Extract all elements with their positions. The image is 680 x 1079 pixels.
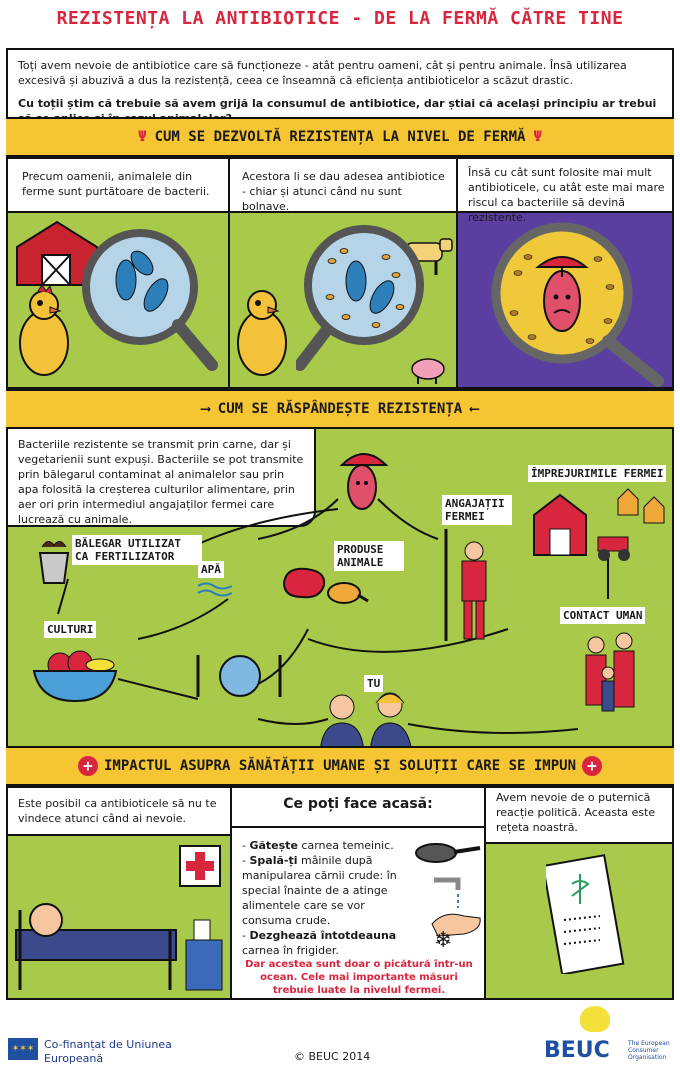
- farm-panel-3-text: Însă cu cât sunt folosite mai mult antib…: [468, 166, 665, 224]
- eu-cofinanced-text: Co-finanțat de Uniunea Europeană: [44, 1038, 172, 1065]
- family-icon: [585, 632, 635, 712]
- resistant-bacterium-icon: [339, 453, 389, 510]
- contact-label: CONTACT UMAN: [560, 607, 646, 624]
- medical-cross-icon: +: [582, 756, 602, 776]
- spread-intro: Bacteriile rezistente se transmit prin c…: [6, 427, 316, 527]
- beuc-brand: BEUC: [544, 1038, 610, 1063]
- farm-panel-1: Precum oamenii, animalele din ferme sunt…: [6, 157, 230, 389]
- people-icon: [319, 692, 413, 753]
- section-health-header: + IMPACTUL ASUPRA SĂNĂTĂȚII UMANE ȘI SOL…: [6, 746, 674, 786]
- spread-panel: Bacteriile rezistente se transmit prin c…: [6, 427, 674, 753]
- warning-text: Dar acestea sunt doar o picătură într-un…: [245, 959, 473, 996]
- magnifier-resistant-bacteria-icon: [491, 222, 664, 387]
- arrow-left-icon: ⟵: [470, 401, 479, 417]
- hand-wash-icon: [431, 877, 481, 937]
- beuc-brand-sub: The European Consumer Organisation: [628, 1040, 670, 1061]
- farm-panel-2: Acestora li se dau adesea antibiotice - …: [228, 157, 458, 389]
- water-label: APĂ: [198, 561, 224, 578]
- farm-panel-1-text: Precum oamenii, animalele din ferme sunt…: [22, 170, 210, 198]
- home-tips-list: - Gătește carnea temeinic. - Spală-ți mâ…: [242, 838, 412, 958]
- farm-worker-icon: [444, 529, 487, 641]
- intro-text: Toți avem nevoie de antibiotice care să …: [18, 59, 627, 87]
- health-col-2: Ce poți face acasă: - Gătește carnea tem…: [230, 786, 486, 1000]
- vegetable-bowl-icon: [32, 650, 118, 703]
- health-col-1-text: Este posibil ca antibioticele să nu te v…: [18, 797, 217, 825]
- health-col-3: Avem nevoie de o puternică reacție polit…: [484, 786, 674, 1000]
- farm-village-icon: [533, 488, 665, 561]
- water-icon: [197, 582, 233, 597]
- fork-icon: Ψ: [138, 129, 147, 145]
- crops-label: CULTURI: [44, 621, 97, 638]
- manure-label: BĂLEGAR UTILIZAT CA FERTILIZATOR: [72, 535, 202, 565]
- manure-bucket-icon: [38, 541, 70, 584]
- health-col-3-text: Avem nevoie de o puternică reacție polit…: [496, 791, 656, 834]
- section-farm-title: CUM SE DEZVOLTĂ REZISTENȚA LA NIVEL DE F…: [154, 129, 526, 145]
- farm-panel-2-text: Acestora li se dau adesea antibiotice - …: [242, 170, 445, 213]
- medical-cross-icon: +: [77, 756, 98, 776]
- surroundings-label: ÎMPREJURIMILE FERMEI: [528, 465, 667, 482]
- section-spread-title: CUM SE RĂSPÂNDEȘTE REZISTENȚA: [217, 401, 463, 417]
- tip-3: - Dezghează întotdeauna carnea în frigid…: [242, 929, 397, 957]
- sick-person-bed-icon: [15, 845, 223, 991]
- farm-panel-3: Însă cu cât sunt folosite mai mult antib…: [456, 157, 674, 389]
- magnifier-bacteria-icon: [82, 229, 218, 371]
- section-health-title: IMPACTUL ASUPRA SĂNĂTĂȚII UMANE ȘI SOLUȚ…: [103, 758, 576, 774]
- section-farm-header: Ψ CUM SE DEZVOLTĂ REZISTENȚA LA NIVEL DE…: [6, 117, 674, 157]
- snowflake-icon: ❄: [434, 928, 453, 953]
- copyright-text: © BEUC 2014: [294, 1050, 371, 1063]
- pig-icon: [411, 358, 445, 384]
- workers-label: ANGAJAȚII FERMEI: [442, 495, 512, 525]
- frying-pan-icon: [415, 843, 481, 863]
- chicken-icon: [19, 284, 69, 376]
- meat-icon: [282, 567, 326, 599]
- plate-icon: [196, 655, 282, 697]
- health-col-1: Este posibil ca antibioticele să nu te v…: [6, 786, 232, 1000]
- magnifier-antibiotics-icon: [296, 225, 424, 371]
- tip-1: - Gătește carnea temeinic.: [242, 839, 394, 852]
- beuc-logo-icon: [580, 1006, 610, 1032]
- home-tips-title: Ce poți face acasă:: [283, 796, 433, 812]
- prescription-icon: [546, 854, 625, 974]
- section-spread-header: ⟶ CUM SE RĂSPÂNDEȘTE REZISTENȚA ⟵: [6, 389, 674, 429]
- you-label: TU: [364, 675, 384, 692]
- tip-2: - Spală-ți mâinile după manipularea cărn…: [242, 854, 397, 927]
- products-label: PRODUSE ANIMALE: [334, 541, 404, 571]
- fork-icon: Ψ: [533, 129, 542, 145]
- eu-flag-icon: ✶✶✶: [8, 1038, 38, 1060]
- arrow-right-icon: ⟶: [201, 401, 210, 417]
- chicken-leg-icon: [327, 582, 369, 604]
- page-title: REZISTENȚA LA ANTIBIOTICE - DE LA FERMĂ …: [56, 8, 624, 29]
- chicken-icon: [237, 290, 287, 376]
